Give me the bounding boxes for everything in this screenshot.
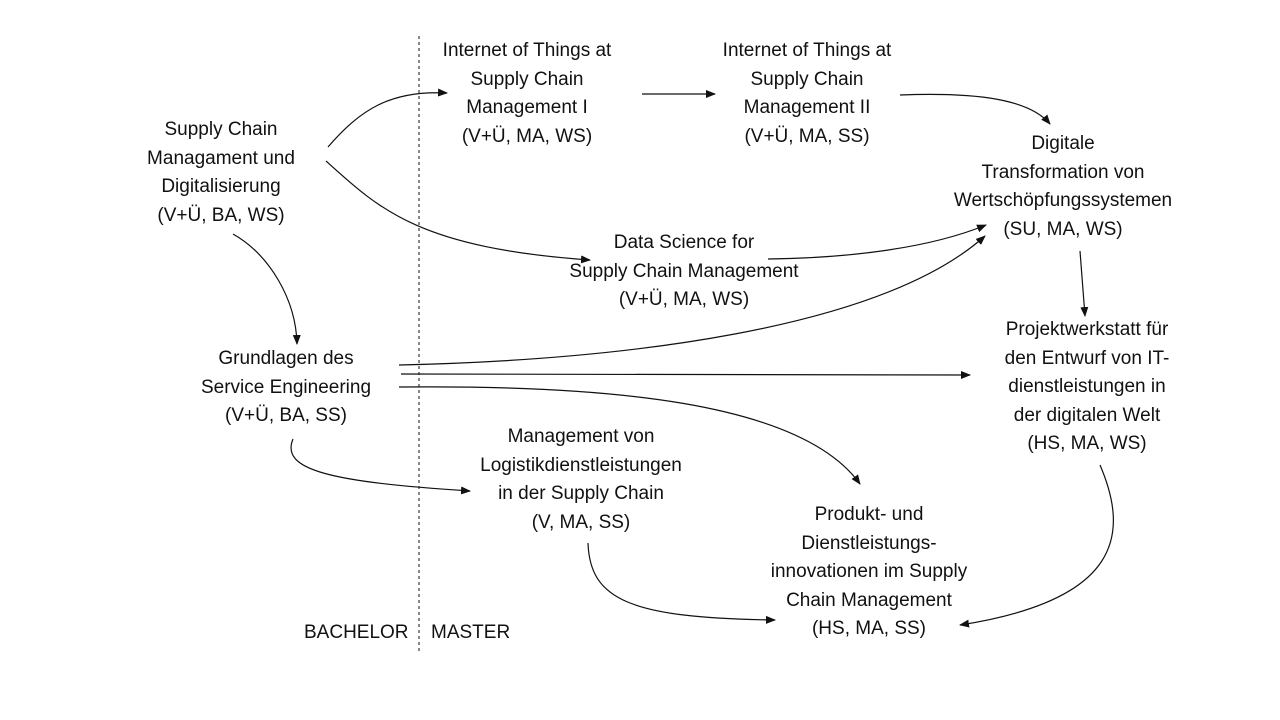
node-supply-chain-management: Supply Chain Managament und Digitalisier…	[121, 116, 321, 230]
node-line: Wertschöpfungssystemen	[953, 190, 1173, 211]
node-line: Data Science for	[613, 232, 755, 253]
node-line: Supply Chain	[164, 119, 278, 140]
node-line: (HS, MA, WS)	[1027, 433, 1147, 454]
node-line: dienstleistungen in	[1008, 376, 1166, 397]
node-line: (V+Ü, MA, WS)	[461, 125, 593, 147]
node-line: (V, MA, SS)	[531, 511, 631, 533]
node-iot-scm-2: Internet of Things at Supply Chain Manag…	[687, 37, 927, 151]
master-label: MASTER	[431, 622, 511, 643]
node-produkt-innovationen: Produkt- und Dienstleistungs- innovation…	[744, 501, 994, 644]
arrow-iot2-to-digitale	[899, 93, 1051, 125]
node-line: Transformation von	[981, 161, 1145, 183]
node-line: Managament und	[147, 147, 295, 169]
node-line: den Entwurf von IT-	[1004, 347, 1170, 369]
arrow-datascience-to-digitale	[767, 224, 987, 260]
bachelor-label: BACHELOR	[304, 622, 409, 643]
node-line: Internet of Things at	[442, 40, 612, 61]
node-line: Dienstleistungs-	[801, 532, 937, 554]
node-data-science: Data Science for Supply Chain Management…	[544, 229, 824, 315]
node-line: Supply Chain Management	[569, 260, 799, 282]
node-line: (V+Ü, MA, SS)	[744, 125, 870, 147]
node-line: (V+Ü, BA, WS)	[157, 204, 285, 226]
node-line: Supply Chain	[750, 68, 864, 90]
arrow-management-logistik-to-produkt	[587, 542, 776, 624]
arrow-scm-to-datascience	[325, 160, 591, 264]
arrow-grundlagen-to-projektwerkstatt	[400, 370, 971, 379]
node-digitale-transformation: Digitale Transformation von Wertschöpfun…	[933, 130, 1193, 244]
arrow-projektwerkstatt-to-produkt	[959, 464, 1114, 628]
arrow-grundlagen-to-digitale	[398, 235, 986, 366]
node-grundlagen-service: Grundlagen des Service Engineering (V+Ü,…	[176, 345, 396, 431]
node-line: Digitalisierung	[161, 176, 281, 197]
arrow-grundlagen-to-produkt	[398, 386, 861, 485]
arrow-digitale-to-projektwerkstatt	[1079, 250, 1089, 317]
node-line: Management II	[743, 97, 871, 118]
node-line: Produkt- und	[814, 504, 924, 525]
arrow-scm-to-iot1	[327, 88, 448, 148]
node-line: Projektwerkstatt für	[1005, 319, 1169, 340]
node-line: Management I	[466, 97, 588, 118]
node-line: der digitalen Welt	[1013, 404, 1161, 426]
node-projektwerkstatt: Projektwerkstatt für den Entwurf von IT-…	[967, 316, 1207, 459]
node-line: Digitale	[1031, 133, 1095, 154]
node-iot-scm-1: Internet of Things at Supply Chain Manag…	[407, 37, 647, 151]
node-line: Logistikdienstleistungen	[480, 454, 682, 476]
node-line: (HS, MA, SS)	[811, 618, 926, 639]
node-line: Internet of Things at	[722, 40, 892, 61]
node-line: Grundlagen des	[218, 348, 354, 369]
arrow-grundlagen-to-management-logistik	[290, 438, 471, 495]
node-line: in der Supply Chain	[498, 483, 664, 504]
node-line: innovationen im Supply	[770, 561, 968, 582]
node-line: Service Engineering	[200, 376, 372, 398]
arrow-scm-to-grundlagen	[232, 233, 301, 345]
node-line: (SU, MA, WS)	[1003, 218, 1123, 240]
node-line: Supply Chain	[470, 68, 584, 90]
node-line: (V+Ü, BA, SS)	[225, 405, 347, 426]
node-line: Chain Management	[786, 589, 952, 611]
node-line: Management von	[507, 426, 655, 447]
node-management-logistik: Management von Logistikdienstleistungen …	[451, 423, 711, 537]
node-line: (V+Ü, MA, WS)	[618, 289, 750, 310]
